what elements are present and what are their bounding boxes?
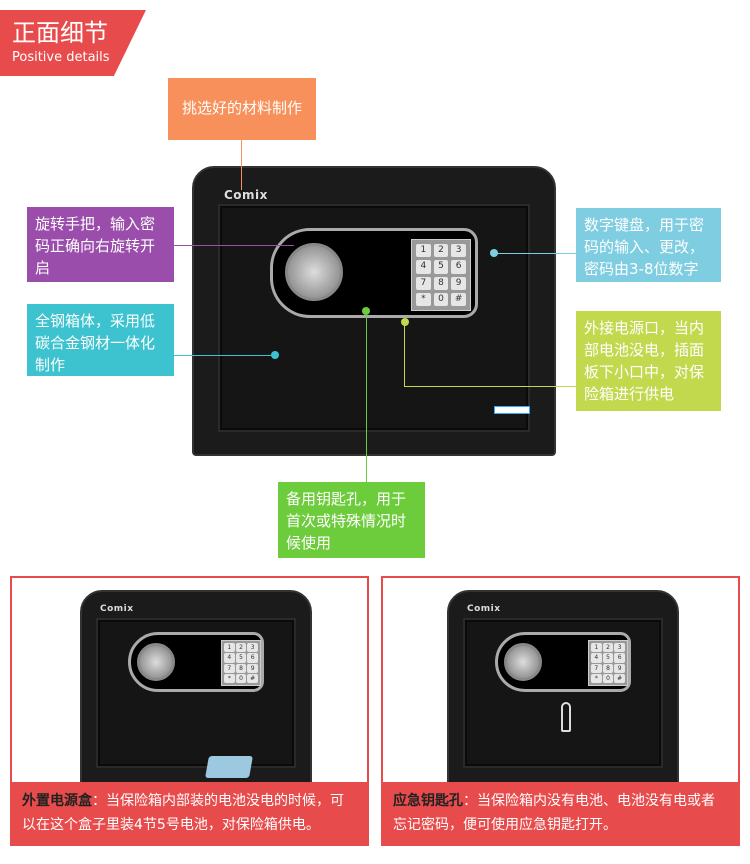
- keypad-key[interactable]: 5: [235, 653, 247, 663]
- keypad-key[interactable]: 0: [433, 292, 449, 306]
- keypad-key[interactable]: 2: [433, 244, 449, 258]
- keypad-key[interactable]: 6: [451, 260, 466, 274]
- panel-caption: 外置电源盒：当保险箱内部装的电池没电的时候，可以在这个盒子里装4节5号电池，对保…: [12, 782, 367, 844]
- keypad-key[interactable]: 3: [614, 643, 625, 653]
- keypad-key[interactable]: 0: [235, 673, 247, 683]
- callout-body: 全钢箱体，采用低碳合金钢材一体化制作: [27, 304, 174, 376]
- keypad-key[interactable]: 8: [602, 663, 614, 673]
- keypad-key[interactable]: 1: [224, 643, 235, 653]
- keypad-key[interactable]: *: [591, 673, 602, 683]
- keypad-key[interactable]: 7: [224, 663, 235, 673]
- keypad-key[interactable]: 2: [235, 643, 247, 653]
- keypad-key[interactable]: 8: [433, 276, 449, 290]
- brand-logo: Comix: [100, 604, 134, 614]
- keypad-key[interactable]: 4: [416, 260, 431, 274]
- keypad-key[interactable]: 1: [591, 643, 602, 653]
- keypad-key[interactable]: 5: [602, 653, 614, 663]
- keypad-key[interactable]: 7: [416, 276, 431, 290]
- keypad-key[interactable]: 9: [247, 663, 258, 673]
- keypad-key[interactable]: 1: [416, 244, 431, 258]
- panel-caption: 应急钥匙孔：当保险箱内没有电池、电池没有电或者忘记密码，便可使用应急钥匙打开。: [383, 782, 738, 844]
- callout-handle: 旋转手把，输入密码正确向右旋转开启: [27, 207, 174, 282]
- rotary-handle: [137, 643, 175, 681]
- keypad-key[interactable]: 4: [224, 653, 235, 663]
- callout-keypad: 数字键盘，用于密码的输入、更改，密码由3-8位数字: [576, 208, 721, 282]
- banner-subtitle: Positive details: [12, 50, 110, 65]
- rotary-handle[interactable]: [285, 243, 343, 301]
- keypad-key[interactable]: 0: [602, 673, 614, 683]
- section-banner: 正面细节 Positive details: [0, 10, 146, 76]
- keypad-key[interactable]: 8: [235, 663, 247, 673]
- rotary-handle: [504, 643, 542, 681]
- brand-logo: Comix: [467, 604, 501, 614]
- keypad-key[interactable]: #: [451, 292, 466, 306]
- keypad-key[interactable]: 6: [247, 653, 258, 663]
- callout-power: 外接电源口，当内部电池没电，插面板下小口中，对保险箱进行供电: [576, 311, 721, 411]
- keypad-key[interactable]: 9: [614, 663, 625, 673]
- brand-logo: Comix: [224, 188, 268, 202]
- keypad-key[interactable]: *: [224, 673, 235, 683]
- keypad-key[interactable]: 7: [591, 663, 602, 673]
- caption-text: ：当保险箱内部装的电池没电的时候，可以在这个盒子里装4节5号电池，对保险箱供电。: [22, 793, 344, 833]
- banner-title: 正面细节: [12, 19, 108, 47]
- keypad-key[interactable]: #: [614, 673, 625, 683]
- keypad-key[interactable]: 6: [614, 653, 625, 663]
- caption-title: 外置电源盒: [22, 793, 92, 809]
- keypad-key[interactable]: #: [247, 673, 258, 683]
- serial-label: [494, 406, 530, 414]
- callout-keyhole: 备用钥匙孔，用于首次或特殊情况时候使用: [278, 482, 425, 558]
- callout-material: 挑选好的材料制作: [168, 78, 316, 140]
- keypad-key[interactable]: 3: [247, 643, 258, 653]
- keypad-key[interactable]: 4: [591, 653, 602, 663]
- caption-title: 应急钥匙孔: [393, 793, 463, 809]
- keypad-key[interactable]: *: [416, 292, 431, 306]
- keypad-key[interactable]: 3: [451, 244, 466, 258]
- keypad-key[interactable]: 2: [602, 643, 614, 653]
- battery-box-icon: [205, 756, 253, 778]
- keypad-key[interactable]: 5: [433, 260, 449, 274]
- caption-text: ：当保险箱内没有电池、电池没有电或者忘记密码，便可使用应急钥匙打开。: [393, 793, 715, 833]
- keypad-key[interactable]: 9: [451, 276, 466, 290]
- emergency-key-icon: [561, 702, 571, 732]
